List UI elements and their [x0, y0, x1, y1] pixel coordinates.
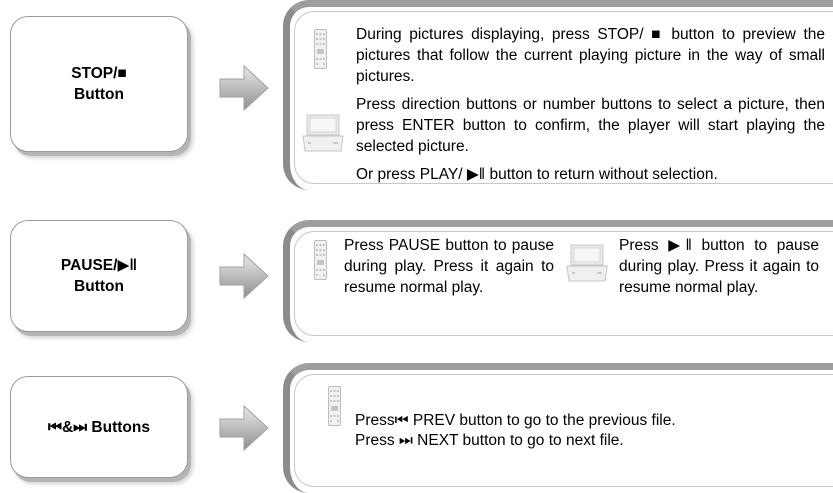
pause-description-panel: [283, 220, 833, 342]
pause-right-text: Press ▶‖ button to pause during play. Pr…: [619, 237, 819, 296]
remote-control-icon: [328, 386, 341, 426]
stop-paragraph-3: Or press PLAY/ ▶‖ button to return witho…: [356, 166, 718, 183]
pause-button-label: PAUSE/▶‖: [60, 257, 138, 274]
remote-control-icon: [314, 29, 327, 69]
right-arrow-icon: [218, 64, 270, 112]
right-arrow-icon: [218, 404, 270, 452]
stop-button-label-suffix: Button: [74, 86, 124, 103]
pause-left-text: Press PAUSE button to pause during play.…: [344, 237, 554, 296]
pause-button-label-suffix: Button: [74, 278, 124, 295]
stop-button-label: STOP/■: [71, 65, 127, 82]
prev-next-button-label: ⏮&⏭ Buttons: [48, 418, 150, 436]
next-line: Press ⏭ NEXT button to go to next file.: [355, 432, 624, 449]
prev-line: Press⏮ PREV button to go to the previous…: [355, 412, 676, 429]
stop-description-panel: [283, 0, 833, 190]
stop-paragraph-2: Press direction buttons or number button…: [356, 96, 825, 155]
stop-button-label-box: STOP/■ Button: [10, 16, 188, 152]
remote-control-icon: [314, 240, 327, 280]
prev-next-button-label-box: ⏮&⏭ Buttons: [10, 376, 188, 478]
player-device-icon: [565, 244, 609, 282]
pause-button-label-box: PAUSE/▶‖ Button: [10, 220, 188, 332]
player-device-icon: [301, 114, 345, 152]
right-arrow-icon: [218, 252, 270, 300]
stop-paragraph-1: During pictures displaying, press STOP/ …: [356, 26, 825, 85]
panel-frame: [294, 11, 833, 184]
panel-frame: [294, 231, 833, 336]
